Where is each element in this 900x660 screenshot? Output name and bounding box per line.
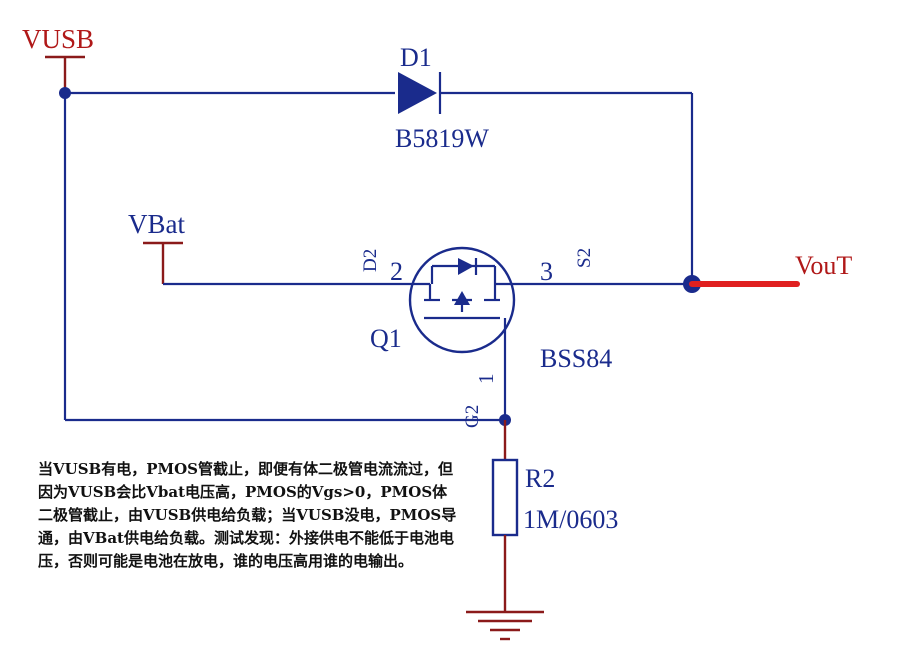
vbat-power-port	[143, 241, 183, 284]
r2-value-label: 1M/0603	[523, 505, 618, 534]
resistor-r2-symbol	[491, 420, 519, 580]
drain-pin-number: 2	[390, 257, 403, 286]
vbat-label: VBat	[128, 209, 185, 239]
diode-d1-symbol	[398, 72, 442, 114]
gate-pin-label: G2	[462, 405, 483, 428]
r2-reference-label: R2	[525, 464, 555, 493]
vout-label: VouT	[795, 251, 852, 280]
d1-part-label: B5819W	[395, 124, 489, 153]
gate-pin-number: 1	[474, 374, 498, 385]
q1-reference-label: Q1	[370, 324, 402, 353]
vusb-label: VUSB	[22, 24, 94, 54]
pmos-q1-symbol	[408, 246, 516, 420]
vusb-junction-dot	[59, 87, 71, 99]
ground-icon	[466, 580, 544, 641]
source-pin-number: 3	[540, 257, 553, 286]
circuit-explanation-note: 当VUSB有电，PMOS管截止，即便有体二极管电流流过，但因为VUSB会比Vba…	[38, 460, 457, 570]
q1-part-label: BSS84	[540, 344, 612, 373]
drain-pin-label: D2	[360, 249, 381, 272]
source-pin-label: S2	[574, 248, 595, 268]
d1-reference-label: D1	[400, 43, 432, 72]
vusb-top-wire	[65, 91, 694, 284]
vusb-gate-wire	[63, 93, 505, 422]
